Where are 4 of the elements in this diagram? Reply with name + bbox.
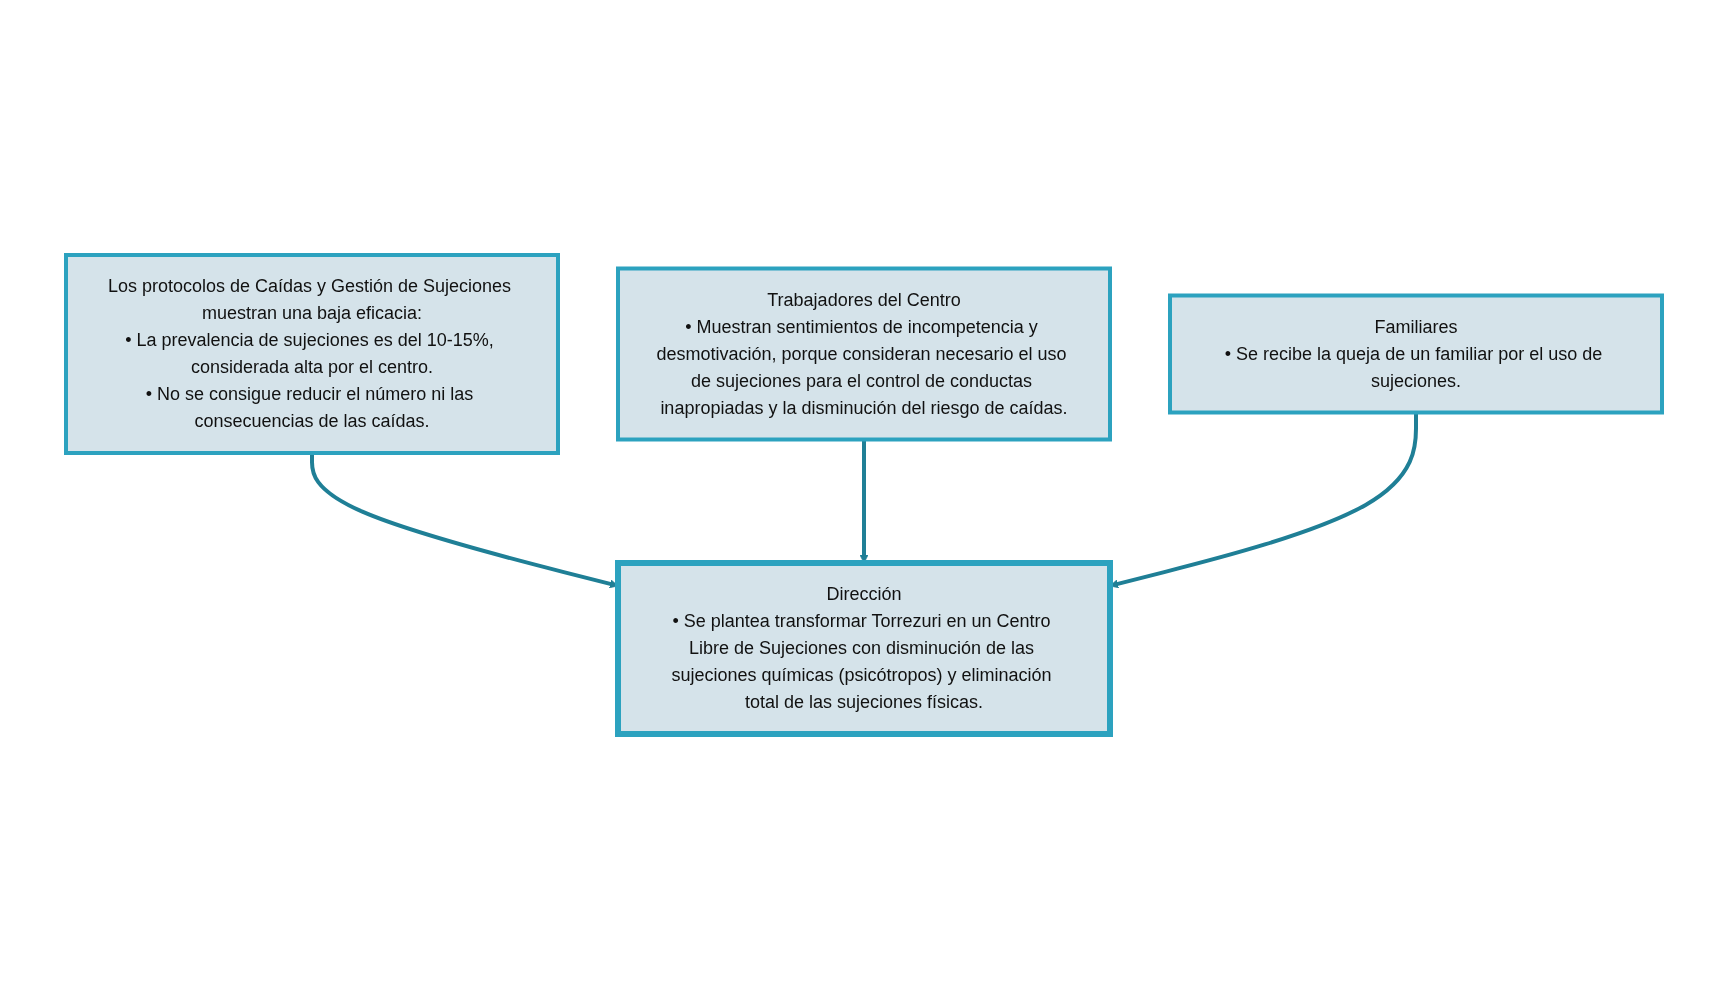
node-box: Los protocolos de Caídas y Gestión de Sujeciones muestran una baja eficacia: • La prevalencia de sujeciones es del 10-15%, considerada alta por el centro. • No se consigue reducir el número ni las consecuencias de las caídas. [63,252,560,455]
node-box: Dirección • Se plantea transformar Torrezuri en un Centro Libre de Sujeciones con disminución de las sujeciones químicas (psicótropos) y eliminación total de las sujeciones físicas. [614,559,1113,737]
node-box: Trabajadores del Centro • Muestran sentimientos de incompetencia y desmotivación, porque consideran necesario el uso de sujeciones para el control de conductas inapropiadas y la disminución del riesgo de caídas. [615,266,1112,441]
node-box: Familiares • Se recibe la queja de un familiar por el uso de sujeciones. [1167,293,1664,414]
